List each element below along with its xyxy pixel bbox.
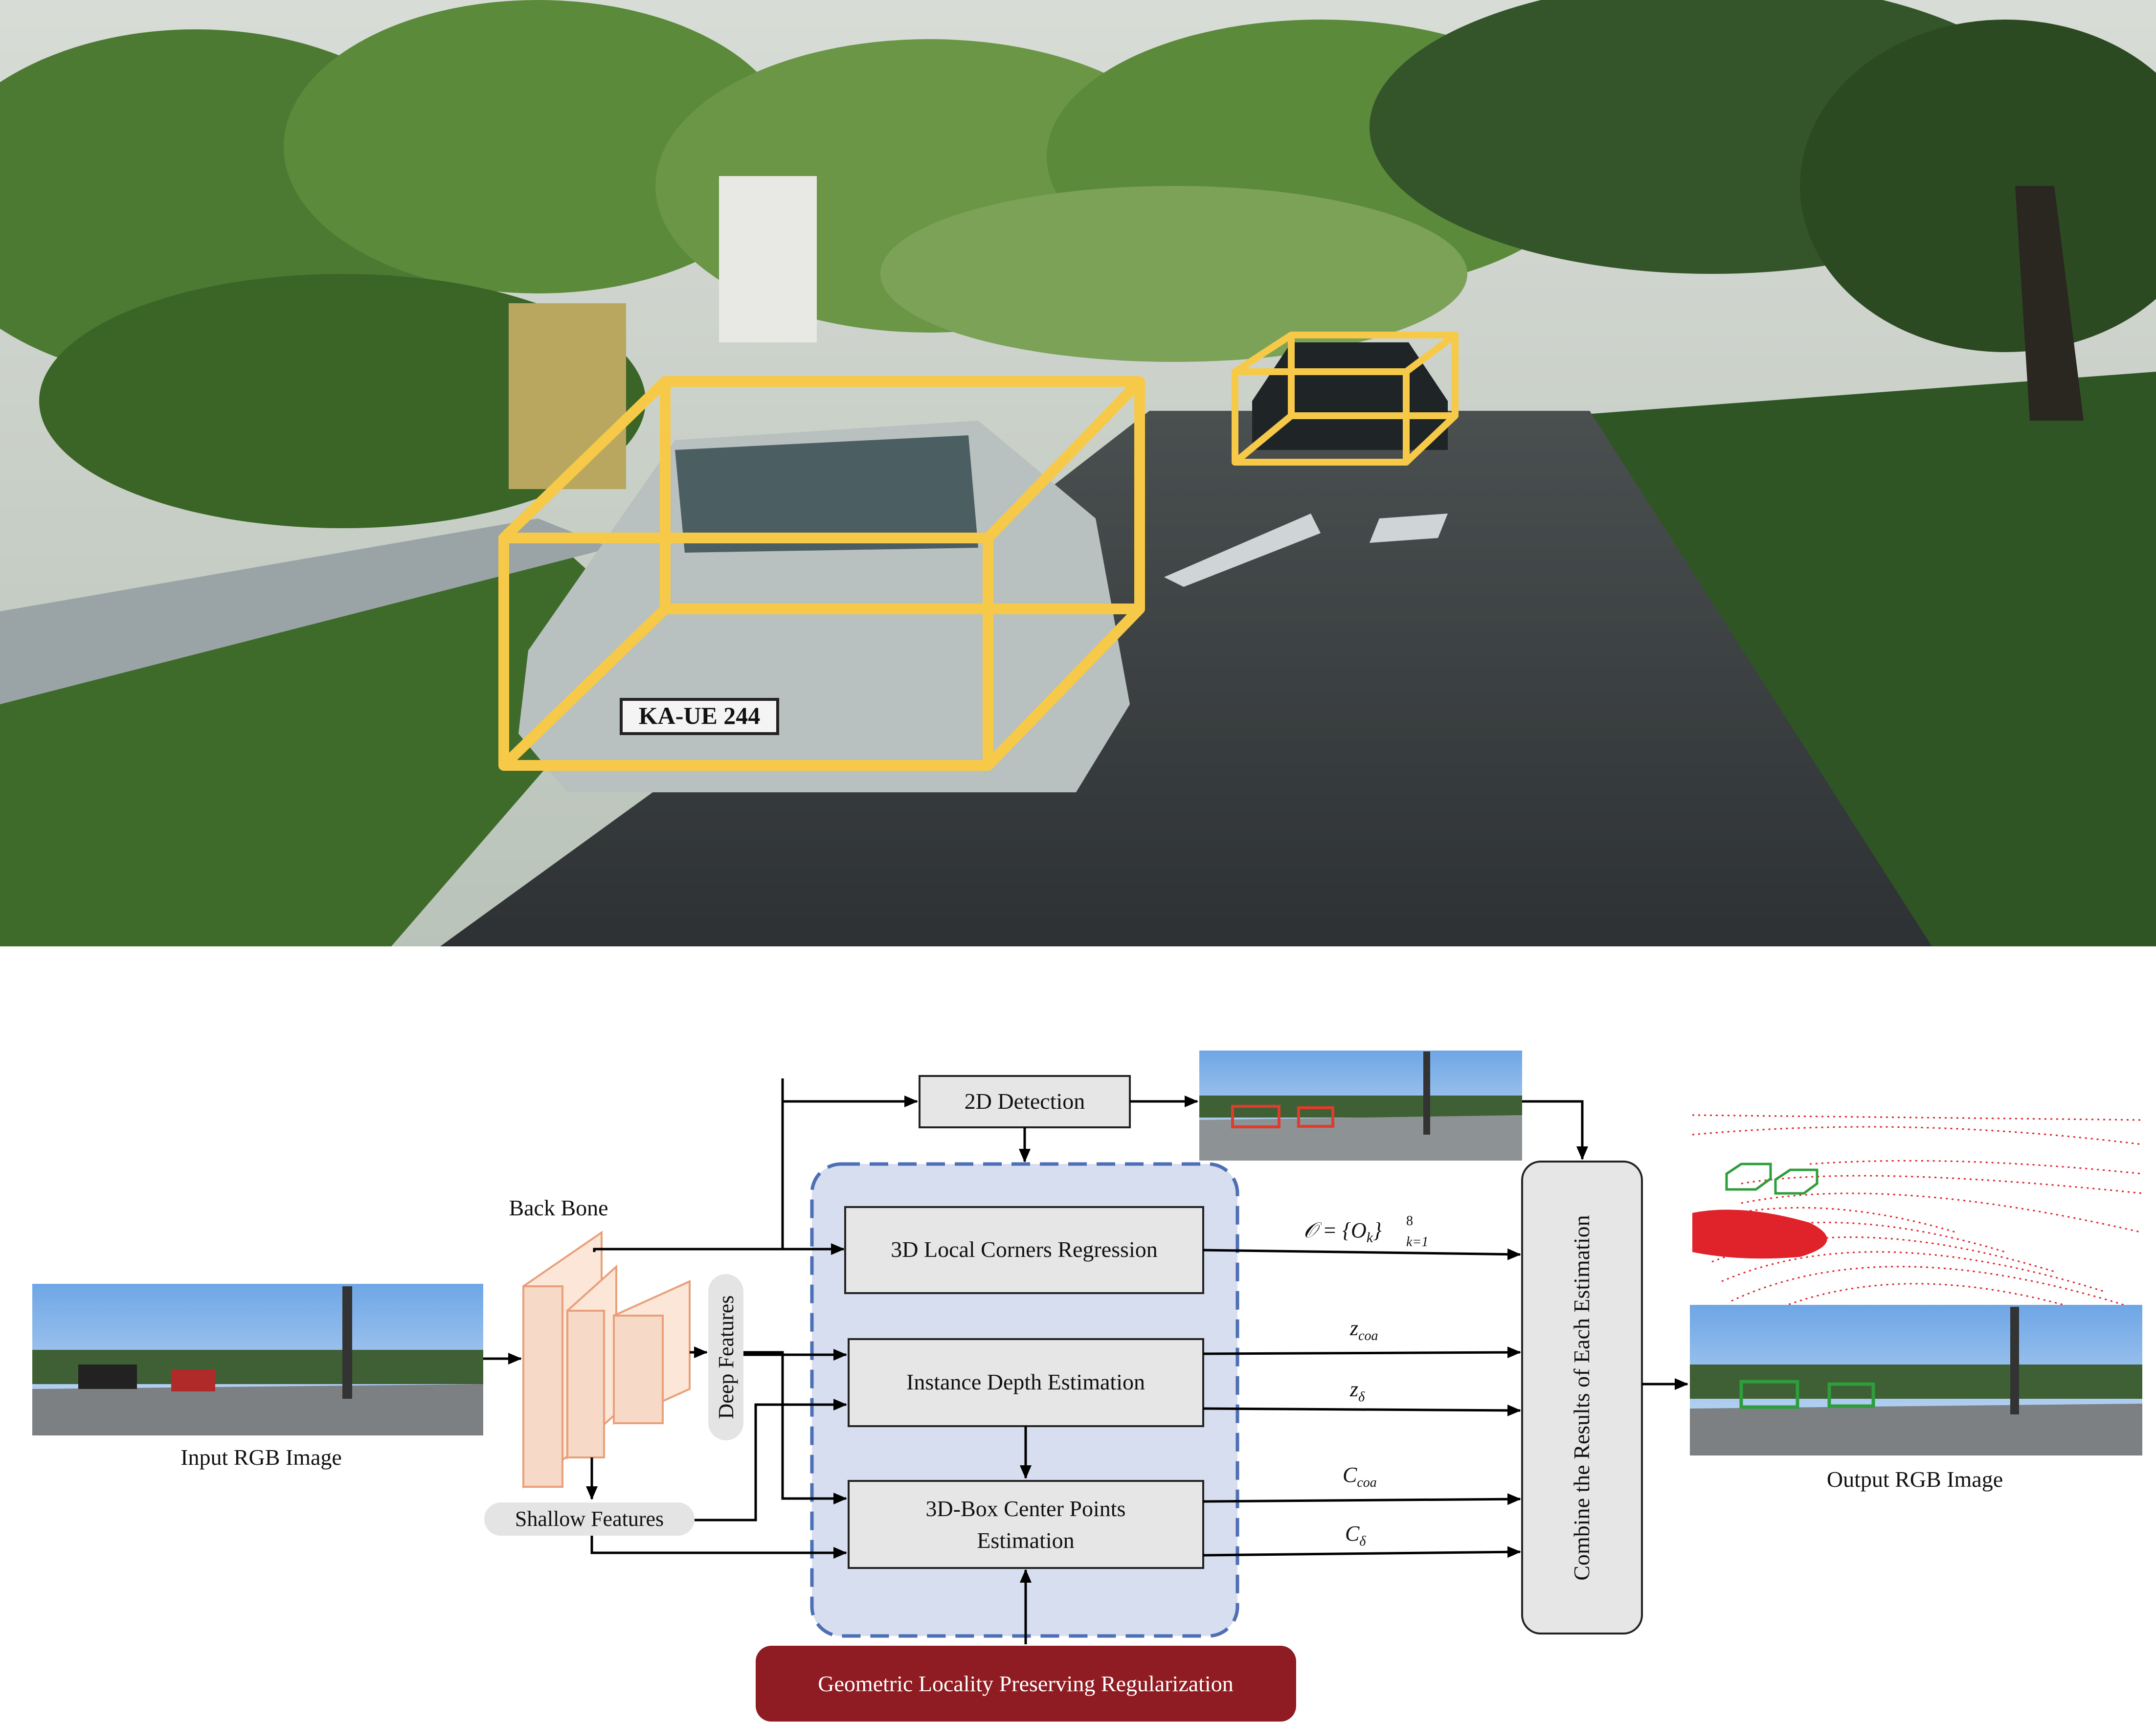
shallow-features-pill (484, 1502, 695, 1536)
windshield (675, 435, 978, 553)
road (440, 411, 1932, 946)
detection-2d-node (919, 1075, 1131, 1128)
tree-trunk (2015, 186, 2084, 421)
license-plate-text: KA-UE 244 (639, 702, 761, 729)
regularization-label: Geometric Locality Preserving Regulariza… (818, 1671, 1233, 1696)
tree-canopy (0, 0, 2156, 528)
shallow-features-label: Shallow Features (515, 1507, 664, 1531)
sidewalk (0, 518, 611, 704)
center-points-label-1: 3D-Box Center Points (926, 1496, 1126, 1521)
bbox-3d-far-car (1232, 332, 1459, 466)
license-plate (620, 698, 779, 735)
corners-regression-label: 3D Local Corners Regression (891, 1237, 1158, 1262)
grass-right (1565, 372, 2156, 946)
street-scene-photo: KA-UE 244 (0, 0, 2156, 946)
backbone-label: Back Bone (509, 1195, 608, 1220)
output-rgb-image (1690, 1305, 2142, 1455)
output-image-caption: Output RGB Image (1827, 1467, 2003, 1492)
z-delta-label: zδ (1349, 1377, 1365, 1405)
corners-formula: 𝒪 = {Ok} 8 k=1 (1303, 1213, 1428, 1250)
c-coa-label: Ccoa (1343, 1463, 1377, 1490)
combine-label: Combine the Results of Each Estimation (1569, 1215, 1594, 1580)
tower-building (719, 176, 817, 342)
detection-2d-label: 2D Detection (965, 1089, 1085, 1114)
wall-panel (509, 303, 626, 489)
flow-arrows (483, 1078, 1688, 1644)
detection-2d-result-image (1199, 1051, 1522, 1161)
input-rgb-image (32, 1284, 483, 1435)
traffic-light-pole (342, 1286, 352, 1399)
bbox-3d-near-car (498, 376, 1145, 771)
deep-features-pill (708, 1274, 743, 1440)
road-marking (1164, 514, 1321, 587)
grass-left (0, 548, 660, 946)
svg-text:8: 8 (1406, 1213, 1413, 1229)
combine-node (1521, 1161, 1643, 1634)
regularization-node (756, 1646, 1296, 1722)
lidar-3d-boxes (1725, 1163, 1819, 1195)
input-image-caption: Input RGB Image (180, 1445, 342, 1470)
depth-estimation-node (848, 1338, 1204, 1427)
input-car-red (171, 1369, 215, 1391)
center-points-label-2: Estimation (977, 1528, 1074, 1553)
c-delta-label: Cδ (1345, 1522, 1366, 1549)
corners-regression-node (844, 1206, 1204, 1294)
road-marking (1370, 514, 1448, 543)
svg-text:𝒪 = {Ok}: 𝒪 = {Ok} (1303, 1218, 1382, 1246)
z-coa-label: zcoa (1349, 1316, 1378, 1343)
svg-text:k=1: k=1 (1406, 1234, 1428, 1250)
backbone (522, 1231, 691, 1489)
deep-features-label: Deep Features (714, 1296, 738, 1419)
center-points-node (848, 1480, 1204, 1569)
input-car-dark (78, 1365, 137, 1389)
depth-estimation-label: Instance Depth Estimation (906, 1369, 1145, 1394)
lidar-dense-region (1692, 1209, 1827, 1259)
